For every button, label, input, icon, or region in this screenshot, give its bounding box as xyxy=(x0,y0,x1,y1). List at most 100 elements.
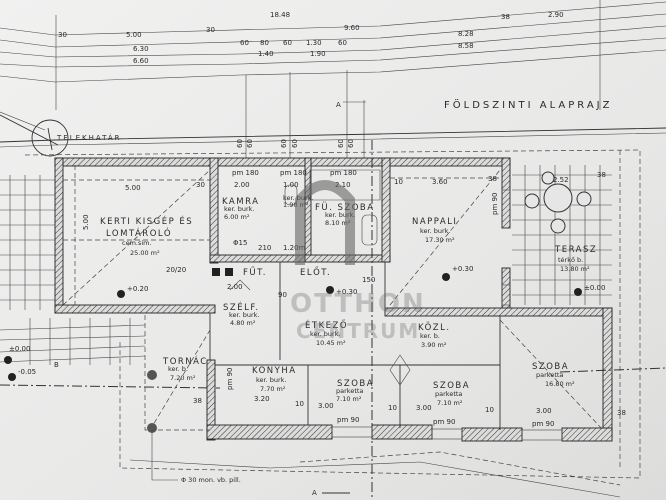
dim-chain-1: 80 xyxy=(260,39,269,47)
room-area: 7.10 m² xyxy=(336,395,362,403)
room-eloter-name: ELŐT. xyxy=(300,267,331,278)
site-boundary-label: TELEKHATÁR xyxy=(56,133,122,142)
section-mark-b: B xyxy=(54,361,59,369)
inner-dimensions: 5.00 5.00 30 pm 180 2.00 pm 180 1.00 pm … xyxy=(82,169,626,428)
room-finish: ker. b. xyxy=(420,332,440,340)
dim: 3.00 xyxy=(318,402,334,410)
watermark-text-2: CENTRUM xyxy=(296,319,420,343)
room-finish: parketta xyxy=(336,387,363,395)
page-title: FÖLDSZINTI ALAPRAJZ xyxy=(444,98,612,111)
room-name: FÜ. SZOBA xyxy=(315,202,375,213)
room-finish: térkő b. xyxy=(558,255,583,264)
dim-2-90: 2.90 xyxy=(548,11,564,19)
level-outside: ±0.00 xyxy=(9,345,30,353)
room-area: 7.70 m² xyxy=(260,385,286,393)
dim-chain2-0: 1.40 xyxy=(258,50,274,58)
dim-30: 30 xyxy=(58,31,67,39)
dim: 3.20 xyxy=(254,395,270,403)
room-name: SZOBA xyxy=(337,379,374,389)
dim: Φ15 xyxy=(233,239,247,247)
vertical-dims: 60 60 60 60 60 60 xyxy=(236,139,355,148)
dim: 5.00 xyxy=(125,184,141,192)
room-area: 16.80 m² xyxy=(545,380,575,388)
room-name: KONYHA xyxy=(252,366,297,376)
dim-chain-2: 60 xyxy=(283,39,292,47)
dim: 3.00 xyxy=(536,407,552,415)
room-kerti: KERTI KISGÉP ÉS LOMTÁROLÓ cem.sim. 25.00… xyxy=(100,215,193,257)
dim: 2.52 xyxy=(553,176,569,184)
room-szoba-1: SZOBA parketta 7.10 m² xyxy=(336,379,374,403)
dim-6-30: 6.30 xyxy=(133,45,149,53)
room-area: 13.80 m² xyxy=(560,265,590,273)
dim-overall: 18.48 xyxy=(270,11,290,19)
dim-chain-0: 60 xyxy=(240,39,249,47)
room-finish: ker. burk. xyxy=(325,211,356,219)
room-area: 17.30 m² xyxy=(425,236,455,244)
room-kozlekedo: KÖZL. ker. b. 3.90 m² xyxy=(418,322,449,349)
dim: pm 90 xyxy=(491,193,499,215)
dim: pm 90 xyxy=(226,368,234,390)
room-etkezo: ÉTKEZŐ ker. burk. 10.45 m² xyxy=(305,319,348,347)
dim-chain2-1: 1.90 xyxy=(310,50,326,58)
room-name: SZOBA xyxy=(532,362,569,372)
dim: 30 xyxy=(196,181,205,189)
section-mark-a-bottom: A xyxy=(312,489,317,497)
room-finish: ker. burk. xyxy=(229,311,260,319)
room-finish: parketta xyxy=(435,390,462,398)
dim: 210 xyxy=(258,244,271,252)
dim: 90 xyxy=(278,291,287,299)
dim: pm 180 xyxy=(280,169,307,177)
room-name: ÉTKEZŐ xyxy=(305,319,348,331)
room-area: 25.00 m² xyxy=(130,249,160,257)
level-kerti: +0.20 xyxy=(127,285,148,293)
dim: 38 xyxy=(617,409,626,417)
dim: 3.60 xyxy=(432,178,448,186)
level-eloter: +0.30 xyxy=(336,288,357,296)
room-area: 7.10 m² xyxy=(437,399,463,407)
room-finish: ker. burk. xyxy=(256,376,287,384)
room-futes-name: FŰT. xyxy=(243,267,267,278)
room-area: 4.80 m² xyxy=(230,319,256,327)
vdim: 60 xyxy=(246,139,254,148)
dim: 3.00 xyxy=(416,404,432,412)
room-furdo: FÜ. SZOBA ker. burk. 8.10 m² xyxy=(315,202,375,227)
vdim: 60 xyxy=(347,139,355,148)
dim-9-60: 9.60 xyxy=(344,24,360,32)
room-finish: ker. b. xyxy=(168,365,188,373)
room-name: KERTI KISGÉP ÉS xyxy=(100,215,193,227)
dim: pm 180 xyxy=(232,169,259,177)
room-finish: parketta xyxy=(536,371,563,379)
column-leader xyxy=(151,430,178,481)
dim-38: 38 xyxy=(501,13,510,21)
dim: 10 xyxy=(485,406,494,414)
room-area: 8.10 m² xyxy=(325,219,351,227)
dim: pm 90 xyxy=(337,416,359,424)
columns xyxy=(147,370,157,433)
room-szoba-3: SZOBA parketta 16.80 m² xyxy=(532,362,575,388)
level-outside-2: -0.05 xyxy=(18,368,36,376)
dim: 1.00 xyxy=(283,181,299,189)
room-tornac: TORNÁC ker. b. 7.20 m² xyxy=(162,355,208,382)
room-name: TORNÁC xyxy=(162,355,208,367)
site-boundary-line xyxy=(0,127,666,143)
dim: 20/20 xyxy=(166,266,186,274)
room-area: 7.20 m² xyxy=(170,374,196,382)
dim: 38 xyxy=(488,175,497,183)
room-name: LOMTÁROLÓ xyxy=(106,227,172,239)
room-szelfogo: SZÉLF. ker. burk. 4.80 m² xyxy=(223,301,260,327)
vdim: 60 xyxy=(236,139,244,148)
dim: 2.00 xyxy=(227,283,243,291)
left-paving-grid xyxy=(0,175,221,389)
room-area: 6.00 m² xyxy=(224,213,250,221)
eaves-outline xyxy=(24,149,641,479)
room-name: TERASZ xyxy=(554,245,597,255)
room-konyha: KONYHA ker. burk. 7.70 m² xyxy=(252,366,297,393)
dim-8-28: 8.28 xyxy=(458,30,474,38)
room-name: KAMRA xyxy=(222,197,259,207)
room-nappali: NAPPALI ker. burk. 17.30 m² xyxy=(412,217,456,244)
room-area: 3.90 m² xyxy=(421,341,447,349)
dim-chain-3: 1.30 xyxy=(306,39,322,47)
column-note: Φ 30 mon. vb. pill. xyxy=(181,476,241,484)
dim-8-58: 8.58 xyxy=(458,42,474,50)
vdim: 60 xyxy=(291,139,299,148)
